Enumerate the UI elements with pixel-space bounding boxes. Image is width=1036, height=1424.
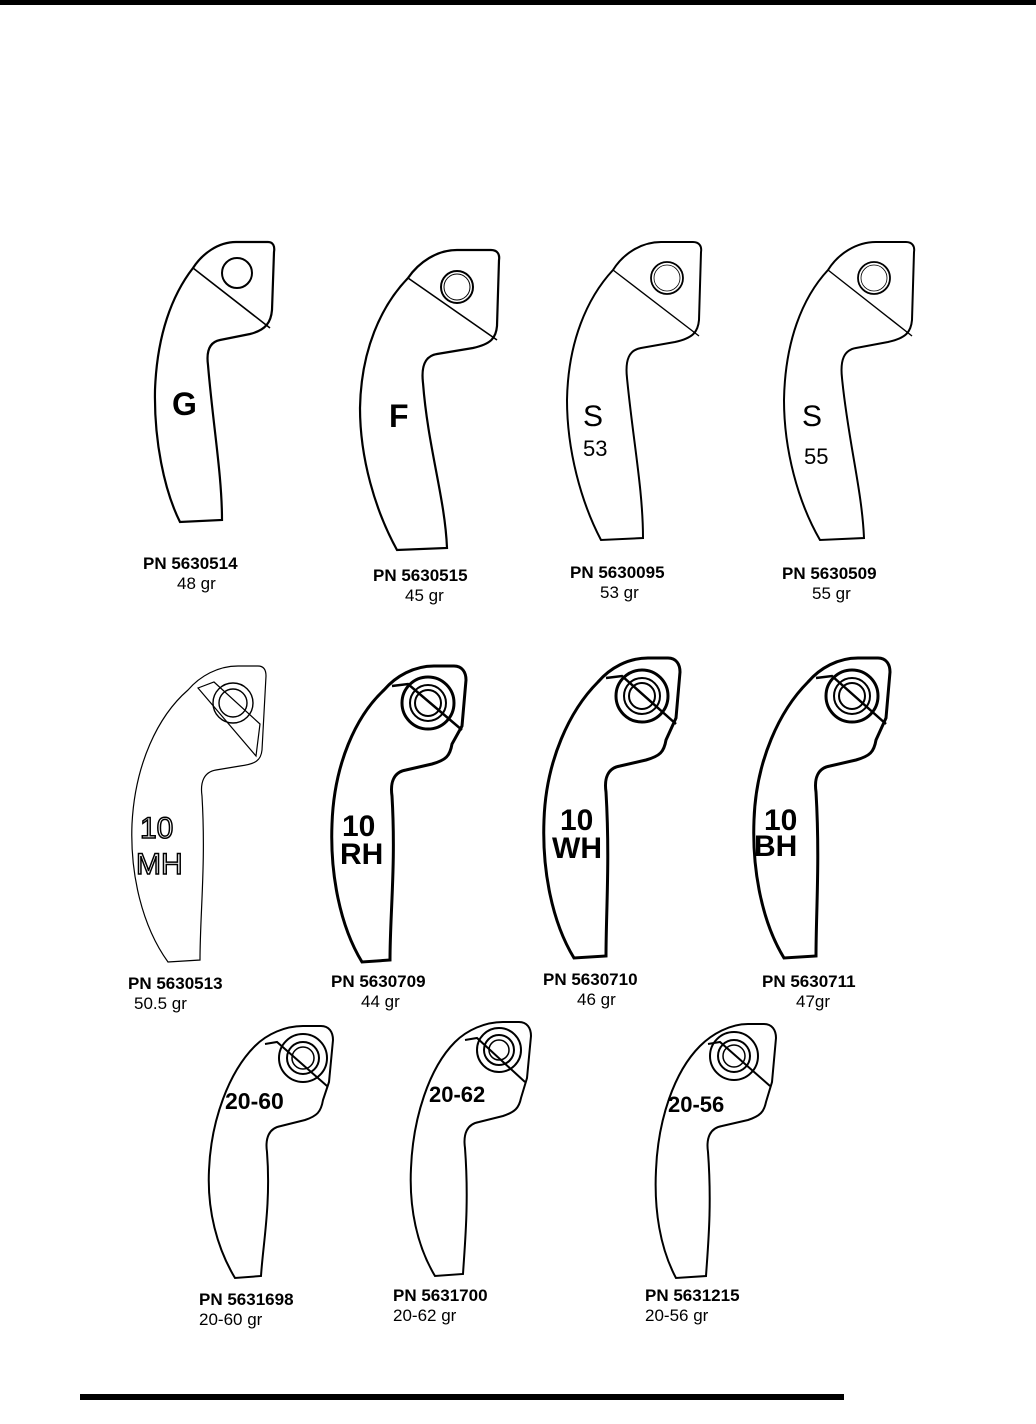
blade-drawing: [542, 656, 682, 960]
part-figure-5630509: S 55: [780, 240, 920, 542]
bottom-rule: [80, 1394, 844, 1400]
part-weight: 46 gr: [577, 990, 616, 1009]
blade-marking: 10: [764, 804, 798, 837]
part-caption: PN 5630709 44 gr: [331, 972, 426, 1012]
part-figure-5630711: 10 BH: [750, 656, 895, 962]
part-weight: 44 gr: [361, 992, 400, 1011]
part-figure-5630095: S 53: [563, 240, 708, 542]
part-number: PN 5630095: [570, 563, 665, 582]
part-weight: 20-60 gr: [199, 1310, 263, 1329]
part-caption: PN 5630513 50.5 gr: [128, 974, 223, 1014]
blade-drawing: [565, 241, 703, 542]
part-number: PN 5630513: [128, 974, 223, 993]
blade-drawing: [330, 664, 468, 964]
blade-drawing: [207, 1025, 335, 1280]
part-weight: 45 gr: [405, 586, 444, 605]
blade-drawing: [409, 1021, 533, 1278]
blade-drawing: [153, 240, 276, 524]
blade-marking: RH: [340, 838, 384, 871]
top-rule: [0, 0, 1036, 5]
blade-marking: S: [802, 400, 823, 433]
part-caption: PN 5630710 46 gr: [543, 970, 638, 1010]
blade-drawing: [131, 665, 267, 963]
part-number: PN 5630710: [543, 970, 638, 989]
part-number: PN 5630711: [762, 972, 856, 991]
part-number: PN 5630509: [782, 564, 877, 583]
blade-marking: 10: [342, 810, 376, 843]
blade-drawing: [654, 1023, 778, 1280]
part-number: PN 5631700: [393, 1286, 488, 1305]
part-number: PN 5631698: [199, 1290, 294, 1309]
part-number: PN 5631215: [645, 1286, 740, 1305]
blade-marking: BH: [754, 830, 798, 863]
part-weight: 55 gr: [812, 584, 851, 603]
part-caption: PN 5631215 20-56 gr: [645, 1286, 740, 1326]
part-figure-5630709: 10 RH: [328, 664, 473, 966]
blade-marking: 20-56: [668, 1092, 725, 1117]
part-figure-5631215: 20-56: [652, 1022, 782, 1280]
part-caption: PN 5630515 45 gr: [373, 566, 468, 606]
part-caption: PN 5630514 48 gr: [143, 554, 238, 594]
blade-marking: MH: [135, 848, 183, 881]
blade-marking: 20-60: [225, 1088, 284, 1114]
part-figure-5630513: 10 MH: [128, 664, 273, 966]
blade-marking: 10: [560, 804, 594, 837]
part-caption: PN 5630095 53 gr: [570, 563, 665, 603]
part-weight: 48 gr: [177, 574, 216, 593]
part-caption: PN 5630711 47gr: [762, 972, 856, 1012]
part-number: PN 5630515: [373, 566, 468, 585]
part-number: PN 5630514: [143, 554, 238, 573]
part-figure-5631698: 20-60: [205, 1024, 340, 1280]
blade-marking: F: [389, 398, 409, 434]
part-weight: 50.5 gr: [134, 994, 187, 1013]
part-weight: 47gr: [796, 992, 831, 1011]
part-caption: PN 5631700 20-62 gr: [393, 1286, 488, 1326]
blade-marking: 20-62: [429, 1082, 486, 1107]
blade-drawing: [782, 241, 916, 542]
blade-drawing: [752, 656, 892, 960]
part-number: PN 5630709: [331, 972, 426, 991]
part-weight: 53 gr: [600, 583, 639, 602]
part-caption: PN 5630509 55 gr: [782, 564, 877, 604]
blade-marking: 53: [583, 436, 608, 461]
part-caption: PN 5631698 20-60 gr: [199, 1290, 294, 1330]
blade-marking: WH: [552, 832, 602, 865]
part-figure-5630514: G: [150, 240, 280, 530]
blade-marking: S: [583, 400, 604, 433]
blade-marking: G: [172, 386, 197, 422]
part-weight: 20-62 gr: [393, 1306, 457, 1325]
part-figure-5630515: F: [355, 248, 505, 553]
part-figure-5630710: 10 WH: [540, 656, 685, 962]
part-weight: 20-56 gr: [645, 1306, 709, 1325]
part-figure-5631700: 20-62: [407, 1020, 537, 1278]
blade-marking: 55: [804, 444, 829, 469]
blade-marking: 10: [139, 812, 174, 845]
blade-drawing: [358, 248, 501, 552]
